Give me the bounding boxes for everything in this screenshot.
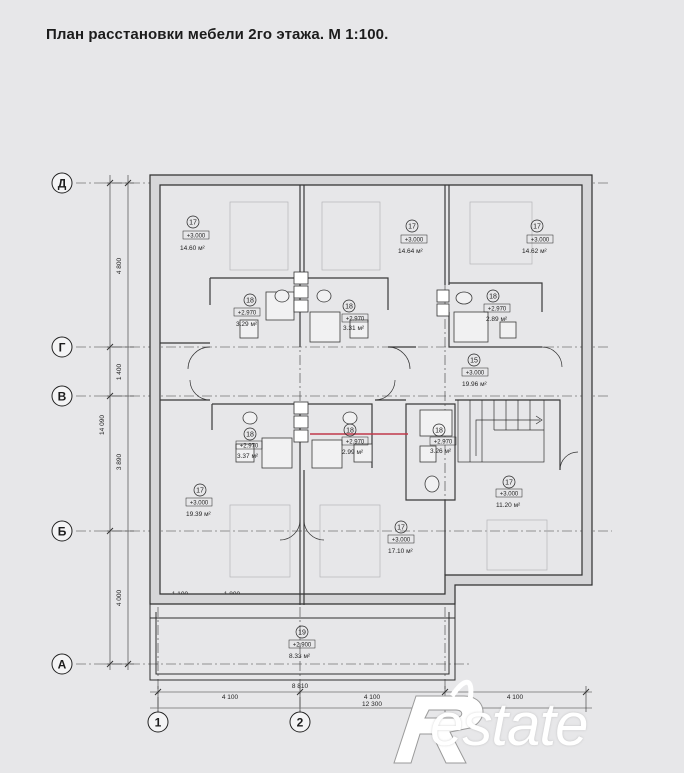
svg-text:3.29 м²: 3.29 м²: [236, 321, 258, 328]
plan-title: План расстановки мебели 2го этажа. М 1:1…: [46, 26, 389, 43]
dim-bottom-12300: 12 300: [362, 701, 382, 708]
room-label-17-b: 17 +3.000 14.64 м²: [398, 219, 428, 255]
room-label-17-e: 17 +3.000 17.10 м²: [387, 520, 415, 555]
watermark-text: estate: [430, 691, 588, 758]
svg-text:+2.970: +2.970: [434, 440, 453, 446]
balcony-outline: [149, 604, 456, 681]
room-label-18-c: 18 +2.970 2.89 м²: [483, 289, 511, 323]
dim-v-b: 3 890: [116, 453, 123, 470]
room-label-17-f: 17 +3.000 11.20 м²: [495, 475, 523, 509]
svg-text:А: А: [58, 658, 67, 672]
svg-text:Б: Б: [58, 525, 67, 539]
room-label-18-b: 18 +2.970 3.31 м²: [341, 299, 369, 332]
furniture-outlines: [229, 201, 548, 578]
dim-bottom-8810: 8 810: [292, 683, 309, 690]
door-swings: [187, 346, 579, 541]
dim-g-v: 1 400: [116, 363, 123, 380]
ventilation-shafts: [293, 271, 450, 443]
svg-text:+2.970: +2.970: [346, 317, 365, 323]
restate-logo-icon: [393, 679, 484, 764]
dim-total-vertical: 14 090: [99, 415, 106, 435]
svg-text:+3.000: +3.000: [466, 371, 485, 377]
room-label-18-f: 18 +2.970 3.26 м²: [429, 423, 457, 455]
svg-text:+3.000: +3.000: [531, 238, 550, 244]
svg-text:19.96 м²: 19.96 м²: [462, 381, 488, 388]
room-label-15-hall: 15 +3.000 19.96 м²: [461, 353, 489, 388]
svg-text:+2.970: +2.970: [238, 311, 257, 317]
room-label-18-e: 18 +2.970 2.99 м²: [341, 423, 369, 456]
axis-row-d: Д: [51, 172, 73, 194]
svg-text:2.89 м²: 2.89 м²: [486, 316, 508, 323]
svg-text:18: 18: [246, 432, 254, 439]
staircase: [457, 399, 545, 463]
svg-text:18: 18: [435, 428, 443, 435]
room-label-18-a: 18 +2.970 3.29 м²: [233, 293, 261, 328]
svg-text:2: 2: [297, 716, 304, 730]
svg-text:1: 1: [155, 716, 162, 730]
svg-text:+2.970: +2.970: [240, 444, 259, 450]
room-label-18-d: 18 +2.970 3.37 м²: [235, 427, 263, 460]
svg-text:17: 17: [397, 525, 405, 532]
dim-bottom-4100-a: 4 100: [222, 694, 239, 701]
axis-col-2: 2: [289, 711, 311, 733]
svg-text:14.60 м²: 14.60 м²: [180, 245, 206, 252]
svg-text:15: 15: [470, 358, 478, 365]
svg-text:14.62 м²: 14.62 м²: [522, 248, 548, 255]
svg-text:В: В: [58, 390, 67, 404]
interior-walls: [160, 185, 561, 605]
svg-text:+2.900: +2.900: [293, 643, 312, 649]
svg-text:3.26 м²: 3.26 м²: [430, 448, 452, 455]
svg-text:2.99 м²: 2.99 м²: [342, 449, 364, 456]
room-label-17-a: 17 +3.000 14.60 м²: [180, 215, 210, 252]
axis-row-v: В: [51, 385, 73, 407]
svg-text:+3.000: +3.000: [187, 234, 206, 240]
axis-row-g: Г: [51, 336, 73, 358]
svg-text:18: 18: [246, 298, 254, 305]
svg-text:17: 17: [196, 488, 204, 495]
svg-text:17: 17: [533, 224, 541, 231]
room-label-17-d: 17 +3.000 19.39 м²: [185, 483, 213, 518]
room-label-19-balcony: 19 +2.900 8.33 м²: [288, 625, 316, 660]
svg-text:+3.000: +3.000: [405, 238, 424, 244]
svg-text:14.64 м²: 14.64 м²: [398, 248, 424, 255]
svg-text:19.39 м²: 19.39 м²: [186, 511, 212, 518]
svg-text:19: 19: [298, 630, 306, 637]
svg-text:17.10 м²: 17.10 м²: [388, 548, 414, 555]
dim-b-a: 4 000: [116, 589, 123, 606]
svg-text:11.20 м²: 11.20 м²: [496, 502, 521, 509]
dim-d-g: 4 800: [116, 257, 123, 274]
svg-text:8.33 м²: 8.33 м²: [289, 653, 311, 660]
dim-bottom-4100-b: 4 100: [364, 694, 381, 701]
axis-row-a: А: [51, 653, 73, 675]
svg-text:17: 17: [408, 224, 416, 231]
exterior-walls: [149, 174, 593, 605]
axis-col-1: 1: [147, 711, 169, 733]
svg-text:18: 18: [346, 428, 354, 435]
svg-text:18: 18: [489, 294, 497, 301]
svg-text:Г: Г: [59, 341, 66, 355]
svg-text:18: 18: [345, 304, 353, 311]
svg-text:+3.000: +3.000: [500, 492, 519, 498]
svg-text:+2.970: +2.970: [488, 307, 507, 313]
svg-text:Д: Д: [58, 177, 67, 191]
svg-text:+3.000: +3.000: [392, 538, 411, 544]
svg-text:3.37 м²: 3.37 м²: [237, 453, 259, 460]
svg-text:17: 17: [505, 480, 513, 487]
svg-text:17: 17: [189, 220, 197, 227]
dim-bottom-4100-c: 4 100: [507, 694, 524, 701]
svg-text:+2.970: +2.970: [346, 440, 365, 446]
room-label-17-c: 17 +3.000 14.62 м²: [522, 219, 554, 255]
svg-text:+3.000: +3.000: [190, 501, 209, 507]
axis-row-b: Б: [51, 520, 73, 542]
svg-text:3.31 м²: 3.31 м²: [343, 325, 365, 332]
bathroom-fixtures: [235, 289, 517, 493]
